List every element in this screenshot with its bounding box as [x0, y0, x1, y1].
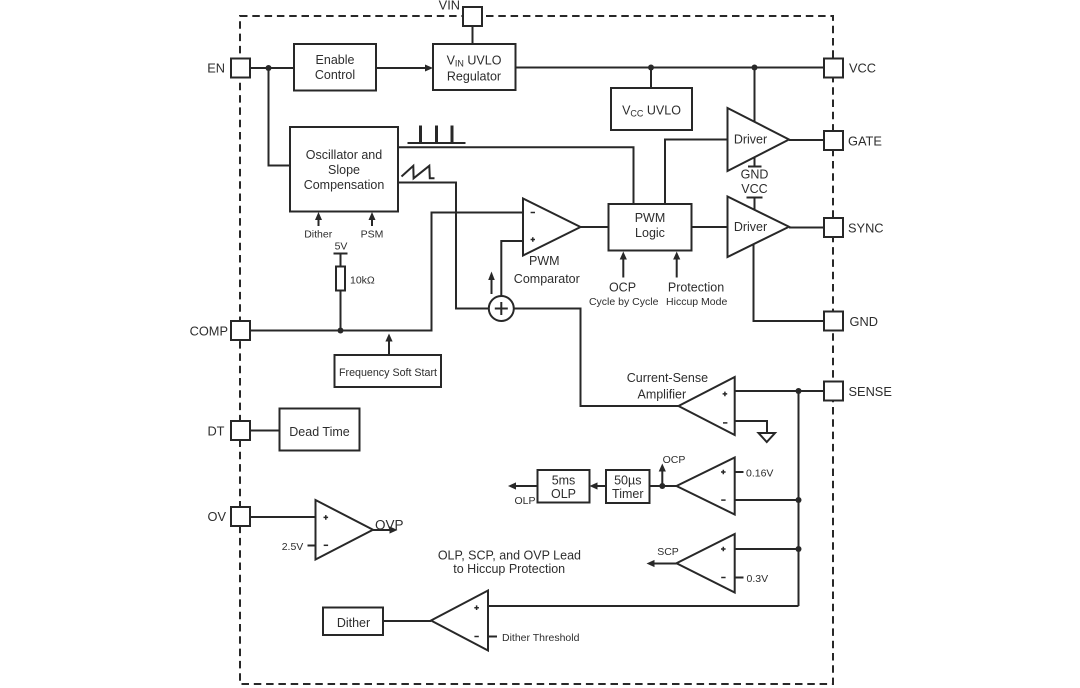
svg-text:5V: 5V — [335, 241, 348, 253]
svg-text:Amplifier: Amplifier — [637, 387, 686, 401]
svg-text:EN: EN — [207, 61, 225, 76]
svg-text:GND: GND — [741, 168, 769, 182]
svg-text:Regulator: Regulator — [447, 70, 501, 84]
svg-text:OLP, SCP, and OVP Lead: OLP, SCP, and OVP Lead — [438, 549, 581, 563]
svg-text:Protection: Protection — [668, 281, 724, 295]
svg-text:Frequency Soft Start: Frequency Soft Start — [339, 367, 437, 379]
svg-text:DT: DT — [207, 424, 224, 439]
svg-text:Dither: Dither — [337, 616, 370, 630]
svg-text:VCC: VCC — [849, 61, 876, 76]
svg-text:Dither: Dither — [304, 229, 333, 241]
svg-text:PSM: PSM — [361, 229, 384, 241]
svg-text:Enable: Enable — [316, 53, 355, 67]
svg-text:COMP: COMP — [190, 324, 228, 339]
svg-text:Oscillator and: Oscillator and — [306, 148, 382, 162]
svg-text:Timer: Timer — [612, 487, 643, 501]
svg-text:GND: GND — [850, 314, 878, 329]
svg-text:Slope: Slope — [328, 163, 360, 177]
svg-text:Dither Threshold: Dither Threshold — [502, 632, 580, 644]
svg-text:Compensation: Compensation — [304, 178, 385, 192]
svg-text:to Hiccup Protection: to Hiccup Protection — [453, 562, 565, 576]
svg-text:10kΩ: 10kΩ — [350, 275, 375, 287]
svg-text:SCP: SCP — [657, 546, 679, 558]
svg-text:OVP: OVP — [375, 518, 404, 533]
svg-text:Dead Time: Dead Time — [289, 425, 349, 439]
svg-text:OLP: OLP — [551, 487, 576, 501]
svg-text:0.3V: 0.3V — [747, 573, 769, 585]
svg-text:Hiccup Mode: Hiccup Mode — [666, 296, 727, 308]
svg-text:Driver: Driver — [734, 133, 767, 147]
svg-text:OCP: OCP — [663, 454, 686, 466]
svg-text:VIN: VIN — [439, 0, 460, 13]
svg-text:OCP: OCP — [609, 281, 636, 295]
svg-text:VIN UVLO: VIN UVLO — [447, 54, 502, 69]
svg-text:0.16V: 0.16V — [746, 468, 773, 480]
svg-text:Cycle by Cycle: Cycle by Cycle — [589, 296, 659, 308]
svg-text:PWM: PWM — [529, 254, 560, 268]
svg-text:SYNC: SYNC — [848, 221, 884, 236]
svg-text:Logic: Logic — [635, 226, 665, 240]
svg-text:50µs: 50µs — [614, 474, 641, 488]
svg-text:OV: OV — [208, 509, 227, 524]
svg-text:SENSE: SENSE — [849, 384, 892, 399]
svg-text:OLP: OLP — [514, 495, 535, 507]
svg-text:Driver: Driver — [734, 220, 767, 234]
svg-text:VCC: VCC — [741, 182, 767, 196]
svg-text:2.5V: 2.5V — [282, 541, 304, 553]
svg-text:PWM: PWM — [635, 211, 666, 225]
svg-text:Current-Sense: Current-Sense — [627, 371, 708, 385]
svg-text:Comparator: Comparator — [514, 272, 580, 286]
svg-text:5ms: 5ms — [552, 474, 576, 488]
svg-text:Control: Control — [315, 68, 355, 82]
svg-text:GATE: GATE — [848, 134, 882, 149]
